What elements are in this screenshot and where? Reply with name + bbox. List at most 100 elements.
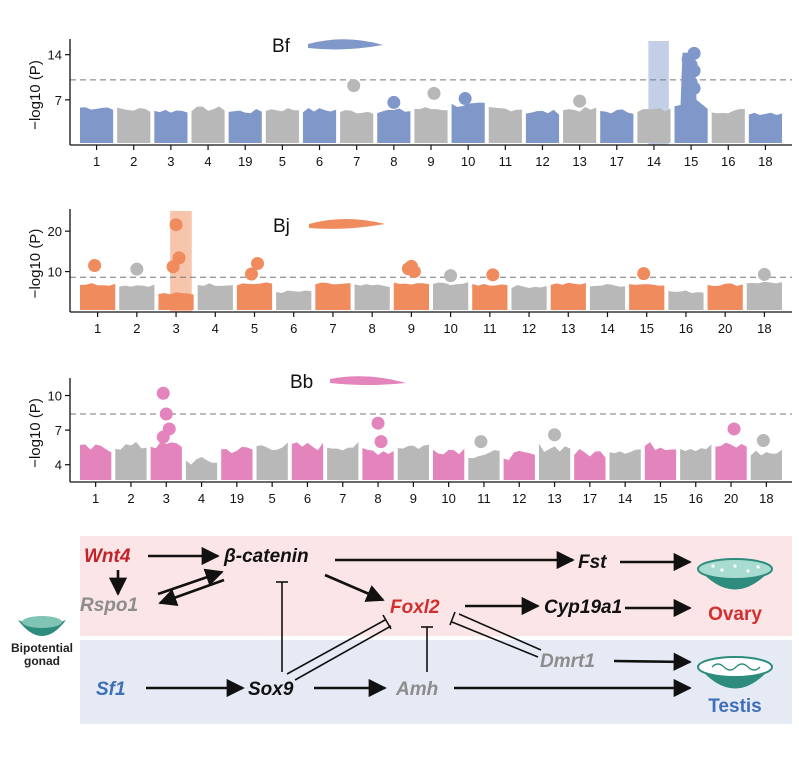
x-tick-label: 20 [718,321,732,336]
data-point [245,267,258,281]
chromosome-blob-18 [750,449,782,480]
y-ticks: 7 14 [48,48,70,108]
x-tick-label: 18 [757,321,771,336]
x-tick-label: 9 [427,154,434,169]
chromosome-blob-1 [80,107,114,143]
x-tick-label: 2 [127,491,134,506]
y-axis-label: −log10 (P) [27,60,44,130]
chromosome-blob-13 [538,443,571,480]
x-tick-label: 2 [133,321,140,336]
chromosome-blob-10 [433,282,469,310]
data-point [156,386,170,400]
data-point [347,79,361,93]
y-tick-label: 7 [55,423,62,438]
chromosome-blob-16 [668,290,704,310]
data-point [374,435,388,449]
x-tick-label: 18 [759,491,773,506]
female-pathway-band [80,536,792,636]
fish-silhouette-icon [309,219,385,229]
gene-sox9: Sox9 [248,679,294,700]
data-point [159,407,173,421]
data-point [458,92,472,106]
sex-determination-pathway: Wnt4 β-catenin Fst Rspo1 Foxl2 Cyp19a1 D… [11,536,792,724]
data-point [166,260,180,274]
chromosome-blob-13 [563,106,597,143]
bipotential-gonad-icon [18,616,66,636]
x-tick-label: 8 [374,491,381,506]
chromosome-blob-17 [600,109,634,143]
data-point [401,262,415,276]
chromosome-blob-1 [80,283,116,310]
x-tick-label: 14 [618,491,632,506]
chromosome-blob-5 [256,442,288,480]
testis-icon [697,656,773,689]
x-tick-label: 18 [758,154,772,169]
chromosome-blob-4 [185,456,218,480]
data-point [486,268,500,282]
x-tick-label: 5 [269,491,276,506]
chromosome-blob-18 [746,281,782,310]
y-axis-label: −log10 (P) [27,398,44,468]
chromosome-blob-3 [150,441,182,480]
data-point [130,262,144,276]
chromosome-blob-4 [191,106,225,143]
y-tick-label: 14 [48,48,62,63]
x-tick-label: 11 [483,321,497,336]
chromosome-blob-10 [451,102,485,143]
x-tick-label: 1 [92,491,99,506]
x-tick-label: 3 [167,154,174,169]
x-tick-label: 7 [329,321,336,336]
data-point [756,433,770,447]
y-tick-label: 20 [48,224,62,239]
gene-cyp19a1: Cyp19a1 [544,597,622,618]
chromosome-blob-11 [472,283,508,310]
chromosome-blob-6 [291,442,324,480]
x-tick-label: 9 [408,321,415,336]
gene-fst: Fst [578,552,607,573]
x-tick-label: 14 [647,154,661,169]
data-point [169,218,183,232]
inhibition-lines [276,581,542,681]
x-tick-label: 12 [512,491,526,506]
x-tick-label: 7 [339,491,346,506]
data-point [474,435,488,449]
chromosome-blob-10 [433,448,465,480]
x-tick-label: 15 [639,321,653,336]
gene-wnt4: Wnt4 [84,546,131,567]
chromosome-blob-17 [574,449,606,480]
gene-rspo1: Rspo1 [80,595,138,616]
x-tick-label: 11 [477,491,491,506]
x-tick-label: 15 [653,491,667,506]
data-point [727,422,741,436]
data-point [251,257,264,270]
x-tick-label: 2 [130,154,137,169]
chromosome-blob-16 [680,444,712,480]
chromosome-blob-13 [550,282,586,310]
chromosome-blob-7 [327,441,359,480]
x-tick-label: 5 [251,321,258,336]
significant-points [347,46,701,109]
y-tick-label: 10 [48,265,62,280]
x-tick-label: 12 [522,321,536,336]
chromosome-blob-8 [354,284,390,310]
x-tick-label: 19 [238,154,252,169]
y-ticks: 10 20 [48,224,70,280]
chromosome-blob-14 [637,108,671,143]
x-tick-label: 17 [610,154,624,169]
ovary-icon [697,558,773,590]
gene-sf1: Sf1 [96,679,126,700]
y-tick-label: 10 [48,389,62,404]
y-tick-label: 7 [55,93,62,108]
significant-points [156,386,770,449]
x-tick-label: 13 [547,491,561,506]
x-tick-label: 8 [369,321,376,336]
x-tick-label: 7 [353,154,360,169]
x-tick-label: 16 [679,321,693,336]
chromosome-blob-5 [236,282,273,310]
x-tick-label: 14 [600,321,614,336]
x-tick-label: 1 [94,321,101,336]
data-point [444,269,458,283]
chromosome-blob-18 [748,112,782,143]
y-axis-label: −log10 (P) [27,229,44,299]
